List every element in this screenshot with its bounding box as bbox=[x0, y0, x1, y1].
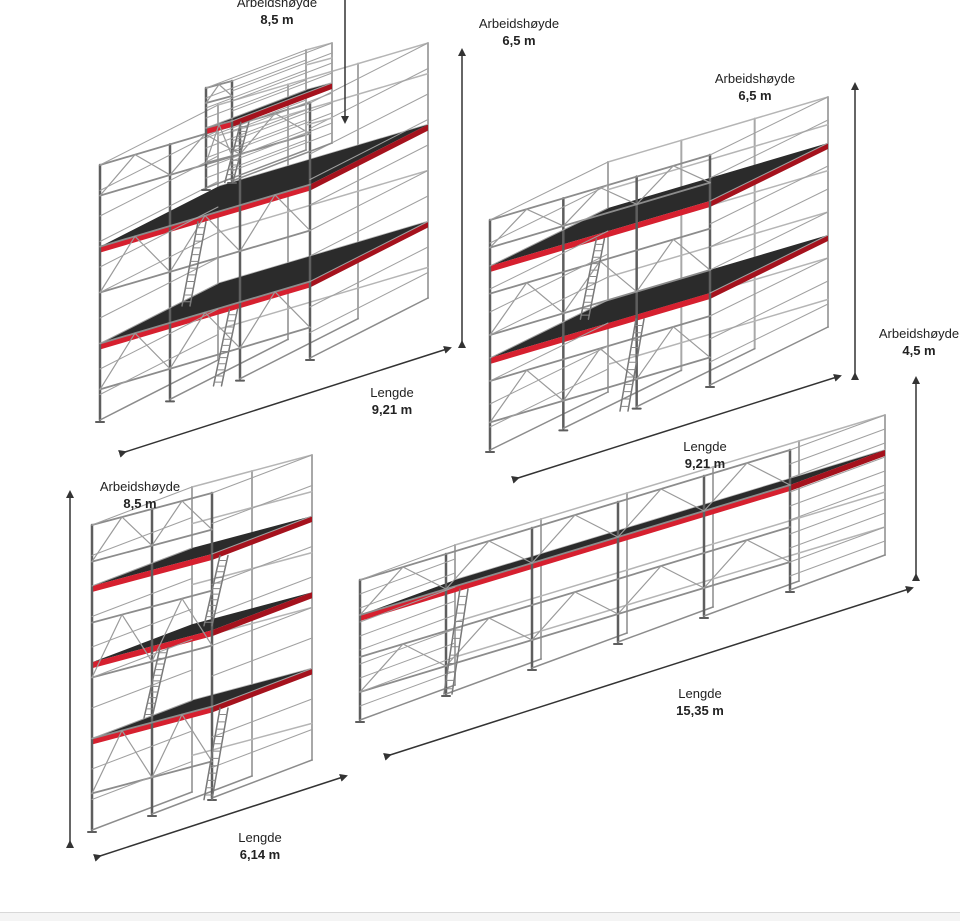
scaffold-2-drawing bbox=[485, 96, 829, 453]
footer-divider bbox=[0, 912, 960, 913]
scaffold-1-drawing bbox=[95, 42, 429, 423]
dimension-arrows bbox=[66, 0, 920, 862]
scaffold-4-drawing bbox=[355, 414, 886, 723]
footer-bar bbox=[0, 913, 960, 921]
